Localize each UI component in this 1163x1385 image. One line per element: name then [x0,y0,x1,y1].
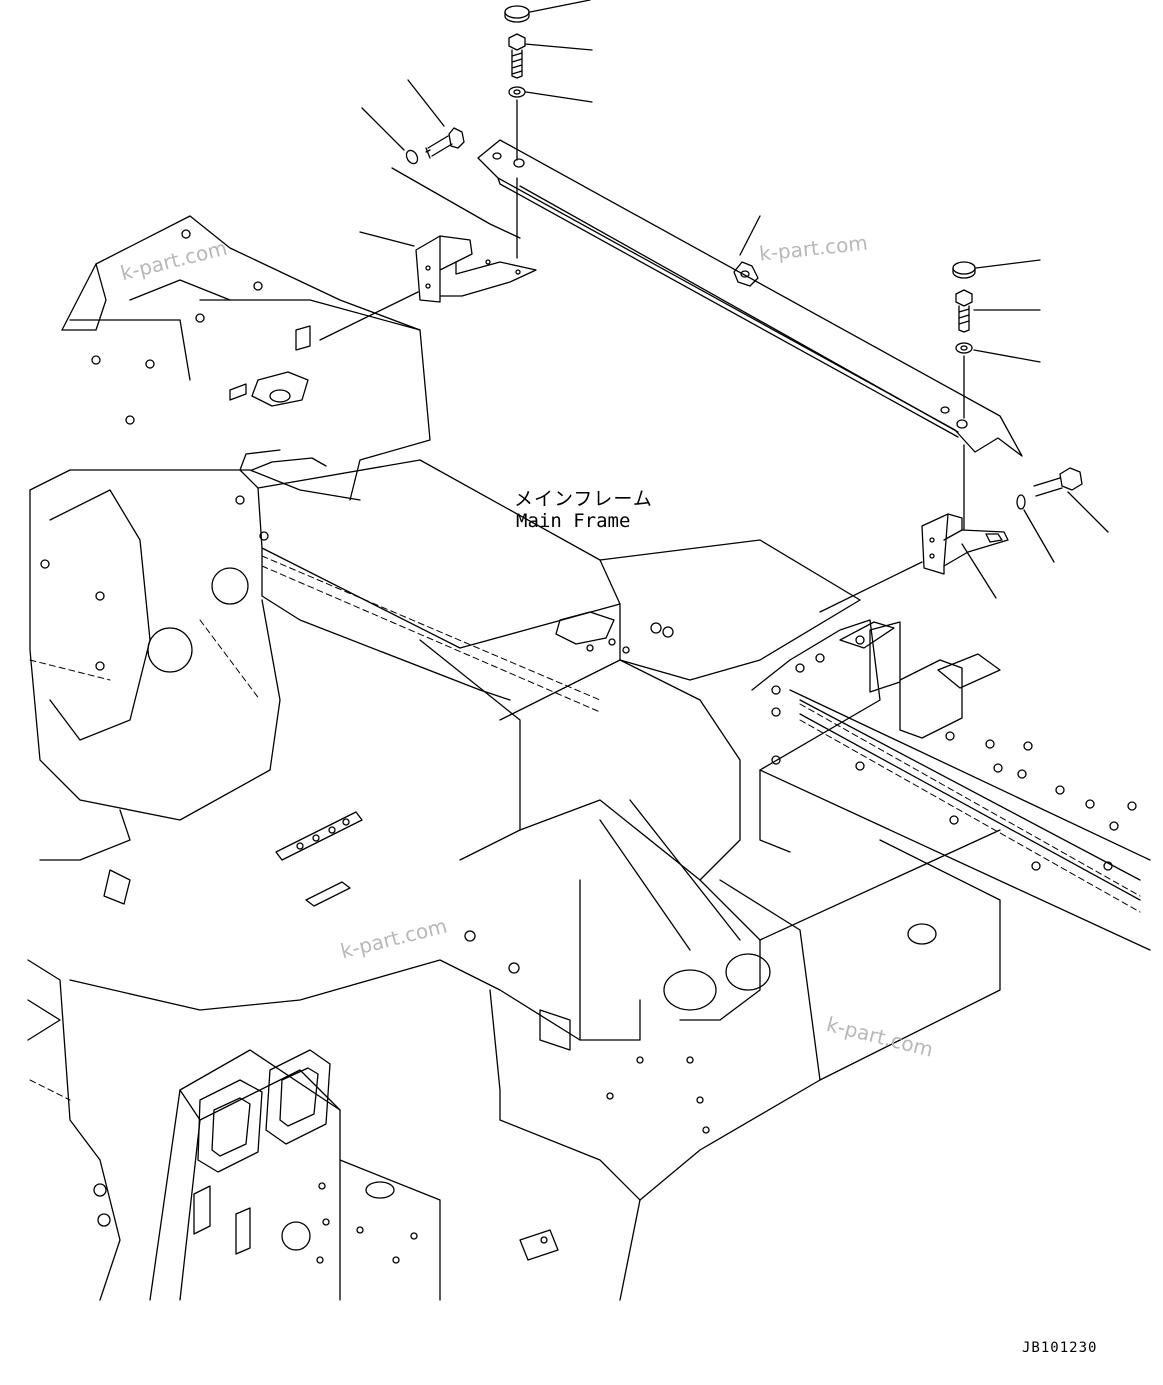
drawing-id: JB101230 [1022,1340,1098,1356]
bolt-left [426,128,464,158]
cap-top [505,6,529,22]
cap-right [953,262,975,278]
bolt-top [509,34,525,78]
hidden-lines [30,556,1140,1100]
main-frame-label-en: Main Frame [516,510,631,532]
bracket-right [922,514,1008,574]
main-frame-label-jp: メインフレーム [514,488,653,510]
washer-right [956,343,972,353]
support-bar [478,140,1022,456]
main-frame [28,216,1150,1300]
bracket-left [416,236,536,302]
washer-top [509,87,525,97]
bolt-side-right [1017,468,1082,509]
bolt-right [956,290,972,332]
washer-left [404,148,420,165]
